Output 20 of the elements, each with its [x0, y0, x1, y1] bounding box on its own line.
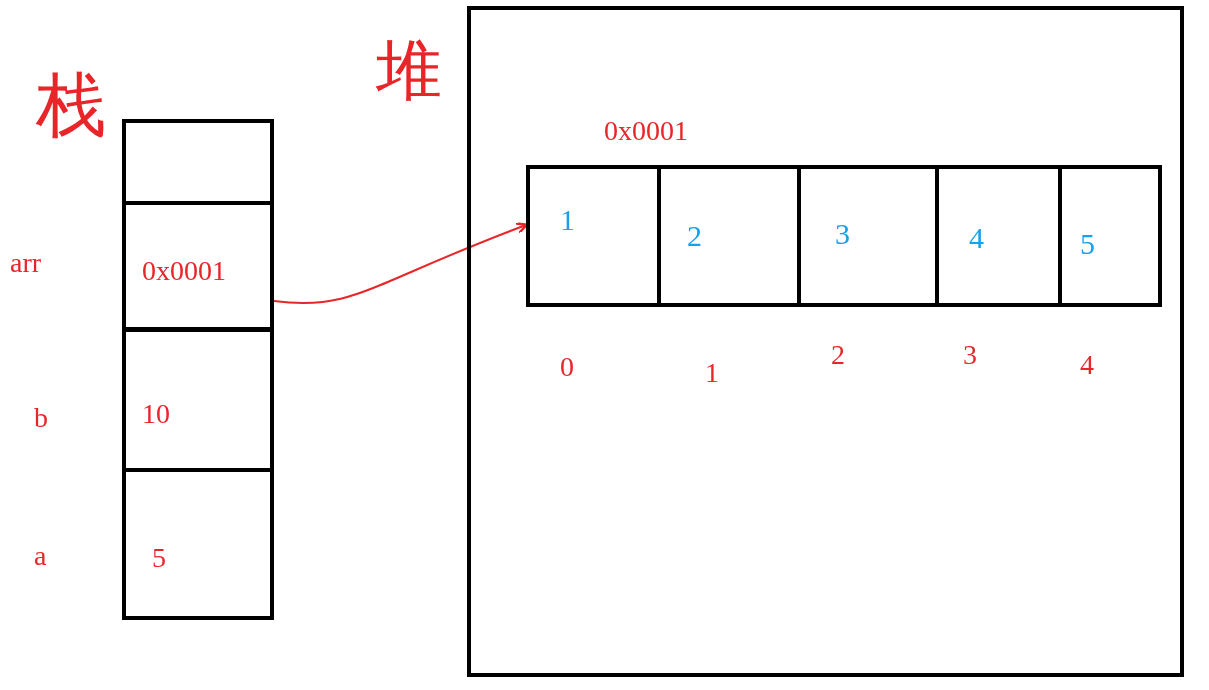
- cell-value: 5: [152, 544, 166, 572]
- stack-heading: 栈: [36, 70, 106, 140]
- element-value: 5: [1080, 229, 1095, 259]
- index-number: 3: [963, 341, 977, 369]
- element-value: 1: [560, 205, 575, 235]
- index-number: 0: [560, 353, 574, 381]
- cell-value: 0x0001: [142, 257, 226, 285]
- index-number: 2: [831, 341, 845, 369]
- element-value: 3: [835, 219, 850, 249]
- pointer-arrow: [273, 222, 529, 304]
- index-number: 1: [705, 359, 719, 387]
- variable-name: arr: [10, 249, 42, 277]
- variable-name: a: [34, 542, 47, 570]
- address-text: 0x0001: [604, 117, 688, 145]
- element-value: 2: [687, 221, 702, 251]
- variable-name: b: [34, 404, 48, 432]
- element-value: 4: [969, 223, 984, 253]
- index-number: 4: [1080, 351, 1094, 379]
- heap-heading: 堆: [376, 38, 442, 104]
- cell-value: 10: [142, 400, 170, 428]
